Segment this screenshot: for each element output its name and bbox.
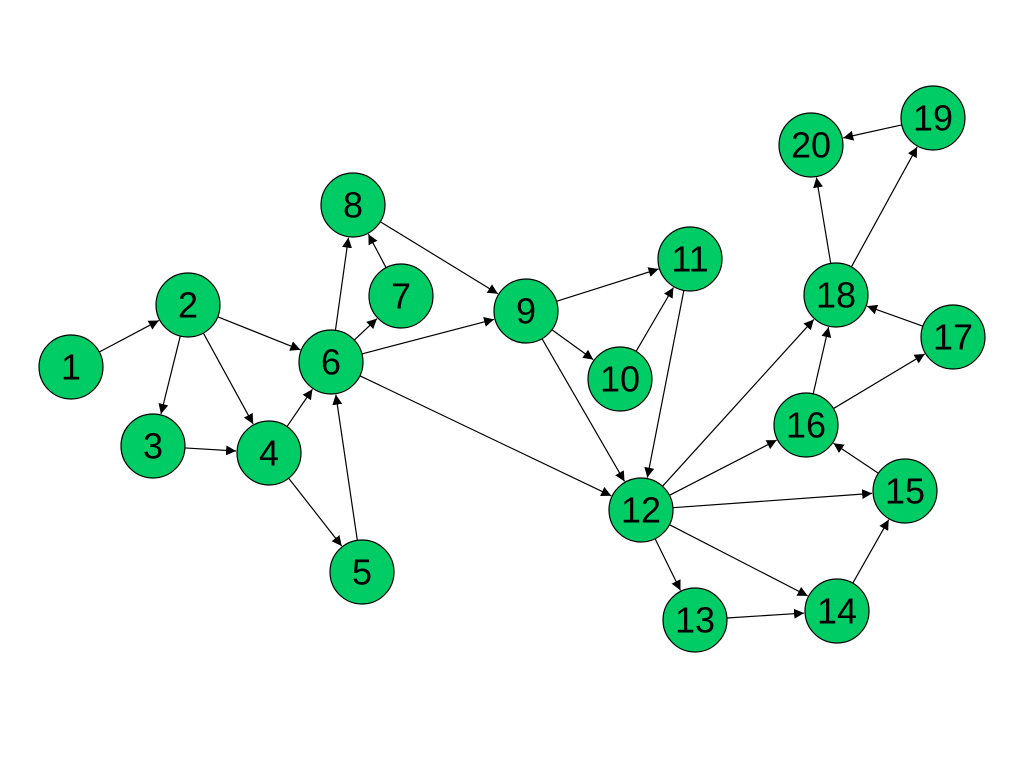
node-label-5: 5 (352, 552, 372, 593)
edge-6-to-12 (359, 375, 612, 497)
node-label-11: 11 (671, 239, 708, 280)
node-label-4: 4 (259, 433, 279, 474)
node-label-3: 3 (143, 426, 163, 467)
node-label-6: 6 (321, 342, 341, 383)
edge-19-to-20 (843, 124, 902, 141)
node-label-16: 16 (786, 405, 826, 446)
edge-18-to-19 (850, 146, 918, 268)
node-16: 16 (773, 392, 839, 458)
edge-5-to-6 (332, 394, 358, 541)
node-label-20: 20 (791, 125, 831, 166)
node-17: 17 (920, 304, 986, 370)
node-label-18: 18 (816, 275, 856, 316)
node-1: 1 (38, 334, 104, 400)
edge-12-to-13 (654, 538, 681, 591)
node-3: 3 (120, 413, 186, 479)
node-circle-8 (320, 172, 386, 238)
edge-12-to-15 (672, 489, 873, 509)
node-8: 8 (320, 172, 386, 238)
edge-3-to-4 (184, 445, 237, 456)
node-circle-19 (900, 85, 966, 151)
edge-12-to-18 (662, 319, 815, 487)
node-label-2: 2 (178, 285, 198, 326)
edges-layer (98, 124, 925, 619)
node-circle-12 (608, 477, 674, 543)
node-circle-11 (657, 226, 723, 292)
edge-18-to-20 (813, 177, 832, 264)
node-label-10: 10 (600, 359, 640, 400)
edge-15-to-16 (833, 442, 879, 474)
node-label-17: 17 (933, 317, 973, 358)
edge-14-to-15 (852, 519, 890, 584)
node-label-7: 7 (391, 276, 411, 317)
node-2: 2 (155, 272, 221, 338)
edge-16-to-18 (812, 327, 832, 394)
edge-4-to-5 (288, 477, 343, 547)
node-13: 13 (662, 587, 728, 653)
edge-1-to-2 (98, 319, 160, 353)
node-19: 19 (900, 85, 966, 151)
node-7: 7 (368, 263, 434, 329)
node-circle-3 (120, 413, 186, 479)
node-5: 5 (329, 539, 395, 605)
edge-17-to-18 (866, 304, 924, 327)
node-label-15: 15 (885, 471, 925, 512)
edge-16-to-17 (833, 353, 925, 410)
node-12: 12 (608, 477, 674, 543)
node-circle-20 (778, 112, 844, 178)
node-circle-2 (155, 272, 221, 338)
node-circle-7 (368, 263, 434, 329)
edge-7-to-8 (367, 233, 387, 268)
edge-11-to-12 (644, 290, 685, 478)
node-6: 6 (298, 329, 364, 395)
edge-9-to-12 (541, 338, 626, 482)
edge-2-to-3 (158, 335, 181, 415)
node-10: 10 (587, 346, 653, 412)
node-9: 9 (493, 278, 559, 344)
node-circle-10 (587, 346, 653, 412)
node-label-1: 1 (61, 347, 81, 388)
node-circle-6 (298, 329, 364, 395)
node-label-13: 13 (675, 600, 715, 641)
node-14: 14 (804, 578, 870, 644)
edge-2-to-4 (202, 332, 254, 425)
edge-12-to-14 (669, 524, 808, 597)
node-circle-17 (920, 304, 986, 370)
edge-13-to-14 (726, 608, 805, 619)
edge-6-to-7 (353, 318, 378, 341)
node-18: 18 (803, 262, 869, 328)
node-label-8: 8 (343, 185, 363, 226)
node-label-14: 14 (817, 591, 857, 632)
node-20: 20 (778, 112, 844, 178)
edge-6-to-8 (334, 237, 352, 331)
edge-12-to-16 (669, 439, 777, 496)
node-circle-1 (38, 334, 104, 400)
node-circle-18 (803, 262, 869, 328)
node-circle-5 (329, 539, 395, 605)
edge-9-to-11 (556, 267, 659, 302)
edge-6-to-9 (361, 317, 495, 355)
node-label-9: 9 (516, 291, 536, 332)
edge-2-to-6 (217, 316, 301, 351)
edge-8-to-9 (379, 221, 499, 295)
node-11: 11 (657, 226, 723, 292)
edge-10-to-11 (635, 287, 674, 352)
node-circle-9 (493, 278, 559, 344)
node-circle-16 (773, 392, 839, 458)
node-circle-4 (236, 420, 302, 486)
node-circle-13 (662, 587, 728, 653)
edge-9-to-10 (551, 329, 594, 361)
edge-4-to-6 (286, 388, 313, 427)
node-label-12: 12 (621, 490, 661, 531)
node-label-19: 19 (913, 98, 953, 139)
node-4: 4 (236, 420, 302, 486)
node-15: 15 (872, 458, 938, 524)
node-circle-15 (872, 458, 938, 524)
node-circle-14 (804, 578, 870, 644)
